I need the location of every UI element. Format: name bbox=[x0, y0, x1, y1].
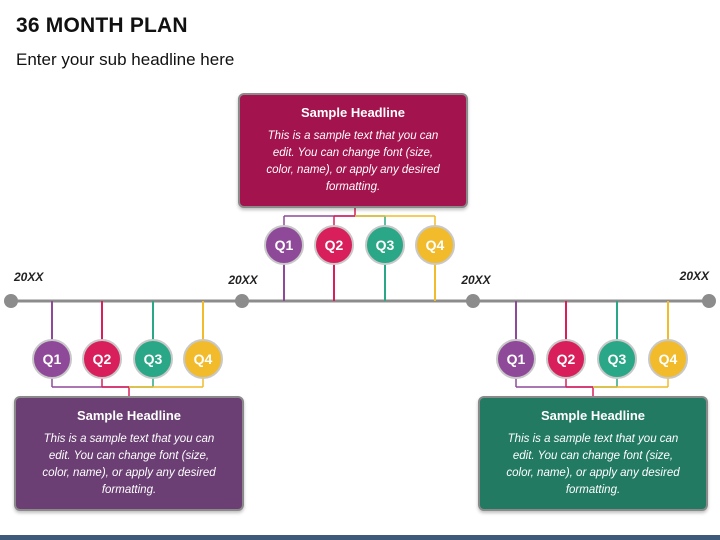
timeline-dot bbox=[4, 294, 18, 308]
quarter-label: Q3 bbox=[144, 351, 163, 367]
quarter-circle-1 bbox=[264, 225, 304, 265]
quarter-label: Q1 bbox=[275, 237, 294, 253]
quarter-circle-3 bbox=[365, 225, 405, 265]
timeline-dot bbox=[235, 294, 249, 308]
quarter-label: Q2 bbox=[93, 351, 112, 367]
page-subtitle: Enter your sub headline here bbox=[16, 50, 235, 69]
quarter-label: Q4 bbox=[194, 351, 213, 367]
quarter-circle-2 bbox=[546, 339, 586, 379]
card-headline: Sample Headline bbox=[540, 408, 646, 423]
quarter-label: Q2 bbox=[557, 351, 576, 367]
card-body-text: This is a sample text that you can edit.… bbox=[266, 130, 440, 193]
footer-bar bbox=[0, 535, 720, 540]
quarter-circle-4 bbox=[183, 339, 223, 379]
card-year-2: Sample Headline This is a sample text th… bbox=[238, 93, 468, 208]
quarter-label: Q1 bbox=[507, 351, 526, 367]
card-body-text: This is a sample text that you can edit.… bbox=[506, 433, 680, 496]
quarter-label: Q4 bbox=[659, 351, 678, 367]
card-year-1: Sample Headline This is a sample text th… bbox=[14, 396, 244, 511]
quarter-label: Q4 bbox=[426, 237, 445, 253]
quarter-circle-3 bbox=[133, 339, 173, 379]
timeline-dot bbox=[702, 294, 716, 308]
date-label: 20XX bbox=[460, 273, 491, 287]
card-body-text: This is a sample text that you can edit.… bbox=[42, 433, 216, 496]
quarter-circle-1 bbox=[496, 339, 536, 379]
page-title: 36 MONTH PLAN bbox=[16, 14, 188, 37]
quarter-label: Q3 bbox=[608, 351, 627, 367]
quarter-circle-1 bbox=[32, 339, 72, 379]
quarter-circle-2 bbox=[314, 225, 354, 265]
card-headline: Sample Headline bbox=[300, 105, 406, 120]
quarter-label: Q2 bbox=[325, 237, 344, 253]
card-headline: Sample Headline bbox=[76, 408, 182, 423]
quarter-label: Q1 bbox=[43, 351, 62, 367]
card-year-3: Sample Headline This is a sample text th… bbox=[478, 396, 708, 511]
date-label: 20XX bbox=[679, 269, 710, 283]
quarter-circle-3 bbox=[597, 339, 637, 379]
quarter-circle-4 bbox=[415, 225, 455, 265]
quarter-circle-4 bbox=[648, 339, 688, 379]
quarter-label: Q3 bbox=[376, 237, 395, 253]
date-label: 20XX bbox=[13, 270, 44, 284]
timeline-dot bbox=[466, 294, 480, 308]
date-label: 20XX bbox=[227, 273, 258, 287]
quarter-circle-2 bbox=[82, 339, 122, 379]
